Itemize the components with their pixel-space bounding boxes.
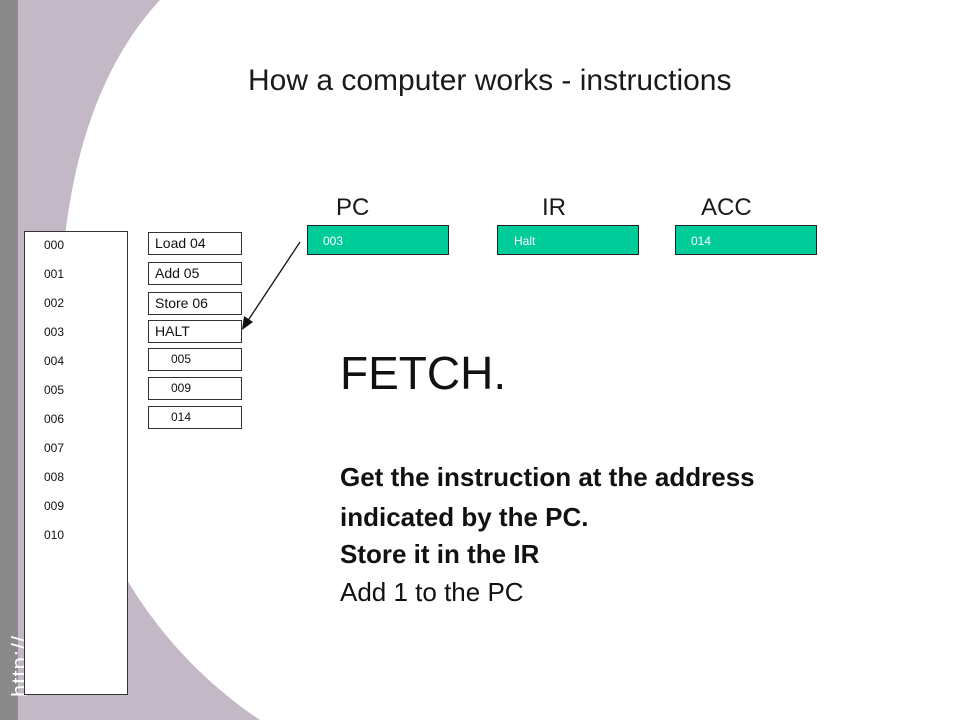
address-006: 006 [44, 412, 65, 426]
description-line-1: Get the instruction at the address [340, 462, 755, 492]
memory-cell-text: Add 05 [155, 265, 200, 281]
address-003: 003 [44, 325, 65, 339]
memory-cell-text: 009 [171, 381, 192, 395]
slide-title: How a computer works - instructions [248, 64, 732, 97]
ir-label: IR [542, 194, 566, 221]
address-007: 007 [44, 441, 65, 455]
description-line-2: indicated by the PC. [340, 502, 589, 532]
address-001: 001 [44, 267, 65, 281]
pc-register: 003 [307, 225, 449, 255]
address-004: 004 [44, 354, 65, 368]
memory-cell-000: Load 04 [148, 232, 242, 255]
memory-cell-001: Add 05 [148, 262, 242, 285]
pc-value: 003 [323, 234, 344, 248]
ir-value: Halt [514, 234, 536, 248]
memory-cell-003: HALT [148, 320, 242, 343]
address-005: 005 [44, 383, 65, 397]
memory-cell-text: 014 [171, 410, 192, 424]
memory-address-panel [24, 231, 128, 695]
memory-cell-text: Load 04 [155, 235, 206, 251]
memory-cell-004: 005 [148, 348, 242, 371]
acc-register: 014 [675, 225, 817, 255]
description-line-3: Store it in the IR [340, 539, 540, 569]
address-000: 000 [44, 238, 65, 252]
address-010: 010 [44, 528, 65, 542]
memory-cell-text: 005 [171, 352, 192, 366]
acc-value: 014 [691, 234, 712, 248]
memory-cell-text: Store 06 [155, 295, 208, 311]
acc-label: ACC [701, 194, 752, 221]
side-stripe [0, 0, 18, 720]
memory-cell-002: Store 06 [148, 292, 242, 315]
pc-label: PC [336, 194, 370, 221]
ir-register: Halt [497, 225, 639, 255]
address-008: 008 [44, 470, 65, 484]
memory-cell-text: HALT [155, 323, 190, 339]
memory-cell-005: 009 [148, 377, 242, 400]
address-002: 002 [44, 296, 65, 310]
fetch-heading: FETCH. [340, 347, 507, 399]
memory-cell-006: 014 [148, 406, 242, 429]
address-009: 009 [44, 499, 65, 513]
description-line-4: Add 1 to the PC [340, 577, 524, 607]
